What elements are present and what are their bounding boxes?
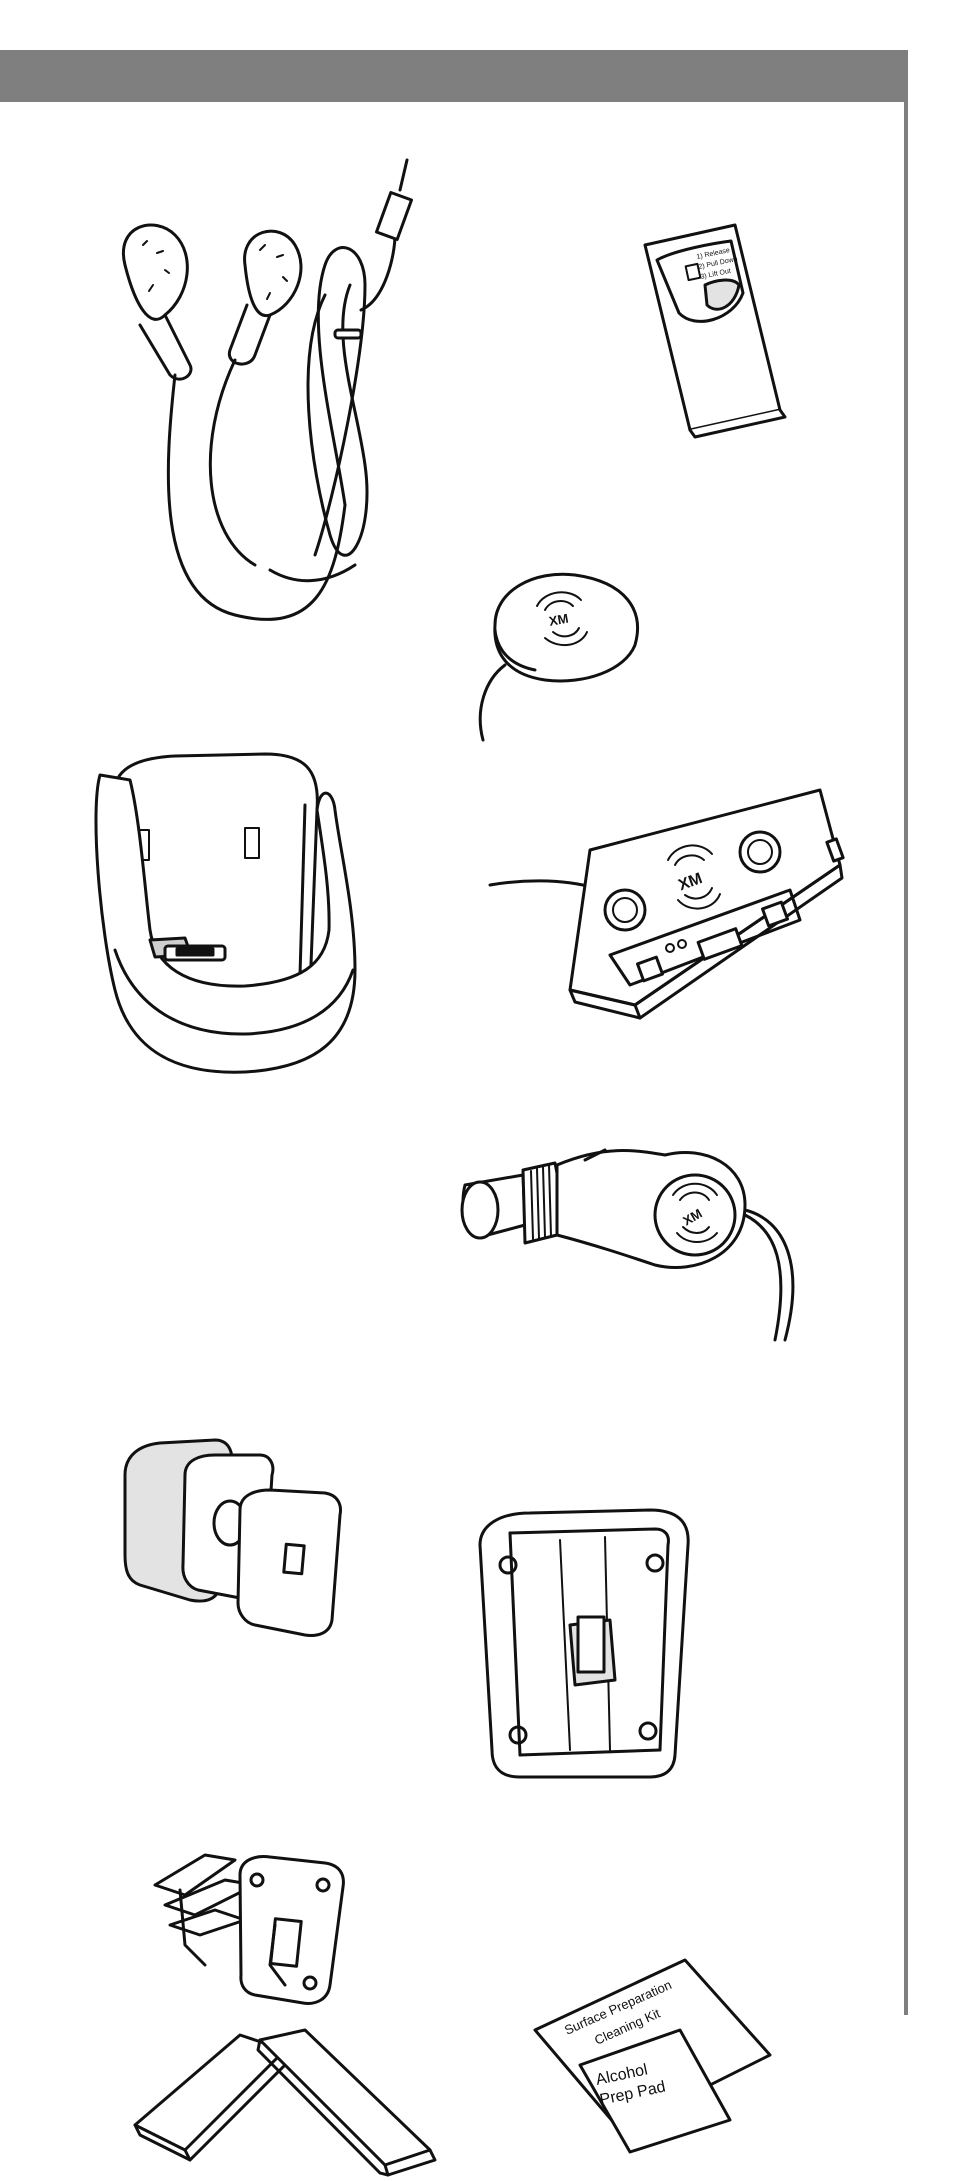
vent-clip-illustration	[145, 1825, 365, 2025]
power-adapter-illustration: XM	[445, 1125, 805, 1365]
antenna-logo: XM	[548, 611, 570, 629]
cleaning-kit-illustration: Surface Preparation Cleaning Kit Alcohol…	[533, 1958, 775, 2154]
battery-illustration: 1) Release 2) Pull Down 3) Lift Out	[635, 223, 805, 455]
header-bar	[0, 50, 908, 102]
mount-plate-illustration	[470, 1505, 710, 1785]
adhesive-pads-illustration	[130, 2028, 440, 2180]
page-right-rule	[904, 50, 908, 2015]
cassette-adapter-illustration: XM	[488, 770, 850, 1030]
antenna-illustration: XM	[475, 570, 655, 742]
adhesive-mount-kit-illustration	[120, 1435, 360, 1655]
earbuds-illustration	[95, 158, 555, 645]
cradle-illustration	[94, 750, 375, 1080]
